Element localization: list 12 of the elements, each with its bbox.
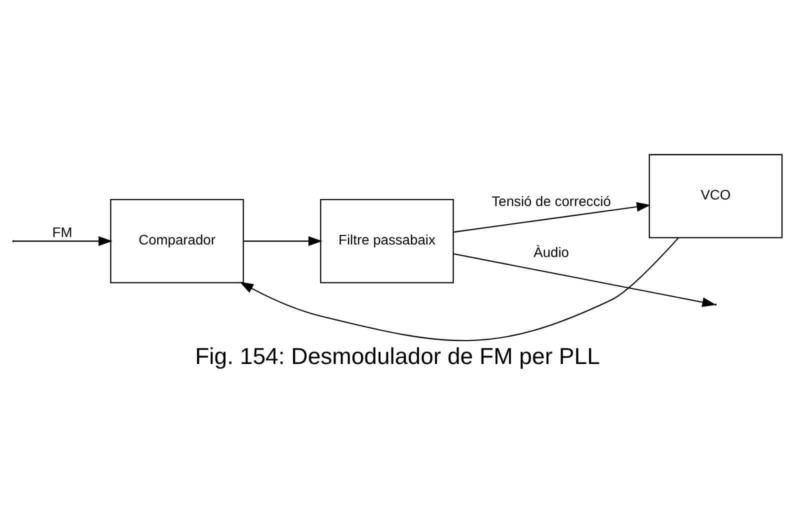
arrow: [244, 236, 322, 246]
caption: Fig. 154: Desmodulador de FM per PLL: [195, 342, 600, 369]
node-box: VCO: [648, 154, 783, 238]
arrow: [14, 236, 112, 246]
arrow: [453, 202, 651, 233]
edge-label: FM: [52, 224, 72, 240]
node-box: Filtre passabaix: [320, 199, 454, 284]
node-box: Comparador: [110, 199, 244, 284]
arrow: [240, 237, 679, 342]
edge-label: Àudio: [534, 244, 570, 260]
arrow: [453, 253, 716, 307]
edge-label: Tensió de correcció: [492, 193, 611, 210]
